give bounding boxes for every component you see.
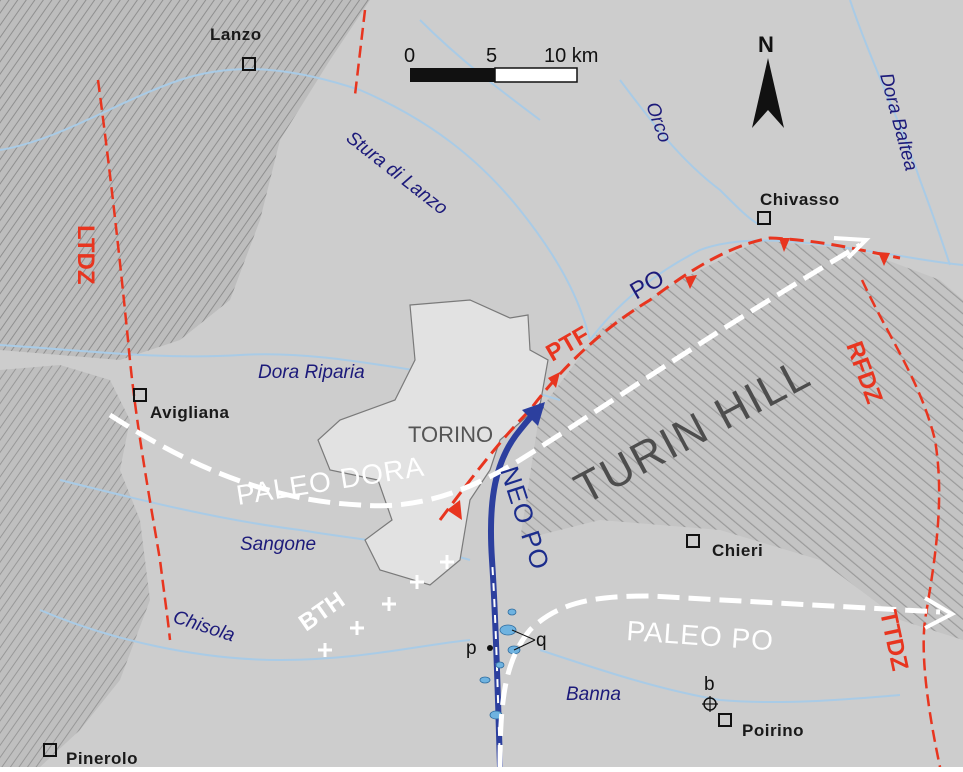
label-pinerolo: Pinerolo	[66, 749, 138, 767]
paleo-po-arrowhead	[923, 596, 957, 630]
label-lanzo: Lanzo	[210, 25, 262, 44]
point-q-leader	[511, 629, 536, 641]
bth-crosses	[318, 555, 454, 657]
alps-relief	[0, 0, 370, 360]
paleo-dora-arrowhead	[833, 236, 871, 260]
scale-label-5: 5	[486, 45, 497, 67]
pinerolo-marker	[43, 743, 57, 757]
fault-north	[353, 9, 367, 96]
north-arrow-icon	[752, 58, 784, 128]
label-torino: TORINO	[408, 422, 493, 447]
scale-label-0: 0	[404, 45, 415, 67]
point-p-dot	[487, 645, 493, 651]
paleo-po-path	[497, 593, 941, 768]
turin-hill-relief	[520, 240, 963, 640]
label-chivasso: Chivasso	[760, 190, 840, 209]
chivasso-marker	[757, 211, 771, 225]
label-point-b: b	[704, 674, 715, 695]
thrust-teeth	[447, 238, 890, 520]
torino-urban-area	[317, 299, 549, 586]
north-arrow: N	[752, 32, 784, 128]
label-ltdz: LTDZ	[72, 225, 99, 285]
label-dora-riparia: Dora Riparia	[258, 362, 365, 383]
label-point-q: q	[536, 630, 547, 651]
paleo-dora-path	[108, 242, 862, 509]
ptf-thrust	[438, 236, 901, 521]
label-chieri: Chieri	[712, 541, 763, 560]
alps-south-relief	[0, 365, 150, 767]
avigliana-marker	[133, 388, 147, 402]
scale-label-10: 10 km	[544, 45, 598, 67]
label-point-p: p	[466, 638, 477, 659]
poirino-marker	[718, 713, 732, 727]
lakes	[479, 608, 521, 720]
scale-bar: 0 5 10 km	[404, 45, 598, 83]
label-banna: Banna	[566, 684, 621, 705]
fault-rfdz-ttdz	[860, 279, 942, 768]
lanzo-marker	[242, 57, 256, 71]
label-avigliana: Avigliana	[150, 403, 229, 422]
label-poirino: Poirino	[742, 721, 804, 740]
point-q-leader-2	[513, 639, 536, 651]
chieri-marker	[686, 534, 700, 548]
label-sangone: Sangone	[240, 534, 316, 555]
borehole-b-symbol	[702, 696, 718, 712]
neo-po-arrowhead	[522, 402, 545, 426]
north-label: N	[758, 32, 774, 57]
town-markers	[43, 57, 771, 757]
